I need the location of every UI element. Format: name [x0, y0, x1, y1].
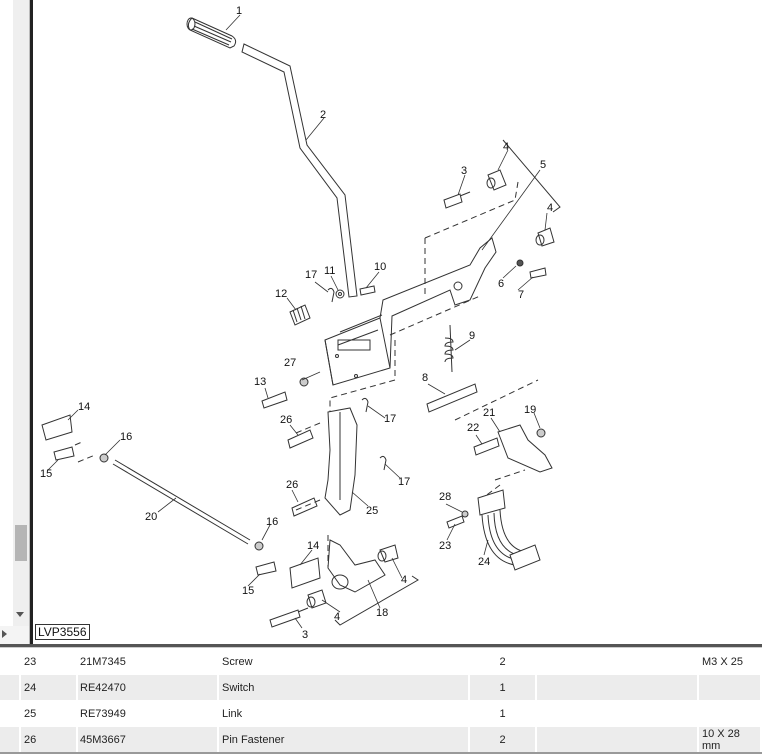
callout-2[interactable]: 2	[320, 109, 326, 121]
remarks-cell	[536, 674, 699, 701]
callout-17[interactable]: 17	[384, 413, 396, 425]
row-selector[interactable]	[0, 649, 21, 675]
part-compression-spring	[289, 304, 311, 326]
qty-cell: 1	[469, 700, 537, 727]
callout-7[interactable]: 7	[518, 289, 524, 301]
remarks-cell	[536, 700, 699, 727]
callout-26[interactable]: 26	[280, 414, 292, 426]
callout-16[interactable]: 16	[266, 516, 278, 528]
callout-3[interactable]: 3	[461, 165, 467, 177]
callout-4[interactable]: 4	[503, 141, 509, 153]
callout-4[interactable]: 4	[401, 574, 407, 586]
callout-15[interactable]: 15	[242, 585, 254, 597]
scroll-right-arrow-icon[interactable]	[2, 630, 7, 638]
callout-1[interactable]: 1	[236, 5, 242, 17]
ref-cell: 26	[20, 726, 78, 754]
exploded-parts-diagram: 1 2 3 4 5 4 6 7 17 11 10 12 9 27 13 8 17…	[40, 5, 561, 641]
spec-cell	[698, 674, 762, 701]
part-bolt	[261, 191, 500, 628]
callout-8[interactable]: 8	[422, 372, 428, 384]
callout-19[interactable]: 19	[524, 404, 536, 416]
part-number-cell[interactable]: RE73949	[77, 700, 219, 727]
scroll-down-arrow-icon[interactable]	[16, 612, 24, 617]
row-selector[interactable]	[0, 674, 21, 701]
callout-15[interactable]: 15	[40, 468, 52, 480]
row-selector[interactable]	[0, 726, 21, 754]
table-row[interactable]: 26 45M3667 Pin Fastener 2 10 X 28 mm	[0, 726, 762, 754]
callout-13[interactable]: 13	[254, 376, 266, 388]
ref-cell: 23	[20, 649, 78, 675]
part-number-cell[interactable]: RE42470	[77, 674, 219, 701]
callout-11[interactable]: 11	[324, 265, 335, 277]
vertical-scrollbar[interactable]	[13, 0, 30, 628]
callout-25[interactable]: 25	[366, 505, 378, 517]
pane-divider-shadow	[0, 647, 762, 648]
pane-divider[interactable]	[0, 644, 762, 647]
spec-cell: M3 X 25	[698, 649, 762, 675]
description-cell: Switch	[218, 674, 470, 701]
callout-23[interactable]: 23	[439, 540, 451, 552]
callout-9[interactable]: 9	[469, 330, 475, 342]
table-row[interactable]: 25 RE73949 Link 1	[0, 700, 762, 727]
part-lever	[241, 43, 358, 298]
table-row[interactable]: 24 RE42470 Switch 1	[0, 674, 762, 701]
qty-cell: 1	[469, 674, 537, 701]
scrollbar-thumb[interactable]	[15, 525, 27, 561]
callout-16[interactable]: 16	[120, 431, 132, 443]
ref-cell: 24	[20, 674, 78, 701]
remarks-cell	[536, 726, 699, 754]
diagram-frame-border	[30, 0, 33, 645]
callout-5[interactable]: 5	[540, 159, 546, 171]
callout-26[interactable]: 26	[286, 479, 298, 491]
description-cell: Screw	[218, 649, 470, 675]
left-panel-edge	[0, 0, 13, 645]
callout-3[interactable]: 3	[302, 629, 308, 641]
ref-cell: 25	[20, 700, 78, 727]
part-number-cell[interactable]: 45M3667	[77, 726, 219, 754]
callout-28[interactable]: 28	[439, 491, 451, 503]
part-number-cell[interactable]: 21M7345	[77, 649, 219, 675]
callout-14[interactable]: 14	[307, 540, 319, 552]
description-cell: Link	[218, 700, 470, 727]
frame-shadow	[29, 0, 30, 645]
part-shaft-assembly	[324, 237, 497, 386]
callout-22[interactable]: 22	[467, 422, 479, 434]
callout-17[interactable]: 17	[305, 269, 317, 281]
callout-24[interactable]: 24	[478, 556, 490, 568]
callout-20[interactable]: 20	[145, 511, 157, 523]
callout-17[interactable]: 17	[398, 476, 410, 488]
callout-14[interactable]: 14	[78, 401, 90, 413]
table-row[interactable]: 23 21M7345 Screw 2 M3 X 25	[0, 649, 762, 675]
callout-21[interactable]: 21	[483, 407, 495, 419]
callout-10[interactable]: 10	[374, 261, 386, 273]
callout-4[interactable]: 4	[547, 202, 553, 214]
horizontal-scrollbar[interactable]	[0, 626, 31, 645]
callout-18[interactable]: 18	[376, 607, 388, 619]
callout-12[interactable]: 12	[275, 288, 287, 300]
figure-id-label: LVP3556	[35, 624, 90, 640]
spec-cell	[698, 700, 762, 727]
parts-table: 23 21M7345 Screw 2 M3 X 25 24 RE42470 Sw…	[0, 649, 762, 754]
part-grip	[186, 17, 237, 49]
callout-27[interactable]: 27	[284, 357, 296, 369]
qty-cell: 2	[469, 649, 537, 675]
description-cell: Pin Fastener	[218, 726, 470, 754]
remarks-cell	[536, 649, 699, 675]
callout-4[interactable]: 4	[334, 611, 340, 623]
row-selector[interactable]	[0, 700, 21, 727]
callout-6[interactable]: 6	[498, 278, 504, 290]
spec-cell: 10 X 28 mm	[698, 726, 762, 754]
qty-cell: 2	[469, 726, 537, 754]
